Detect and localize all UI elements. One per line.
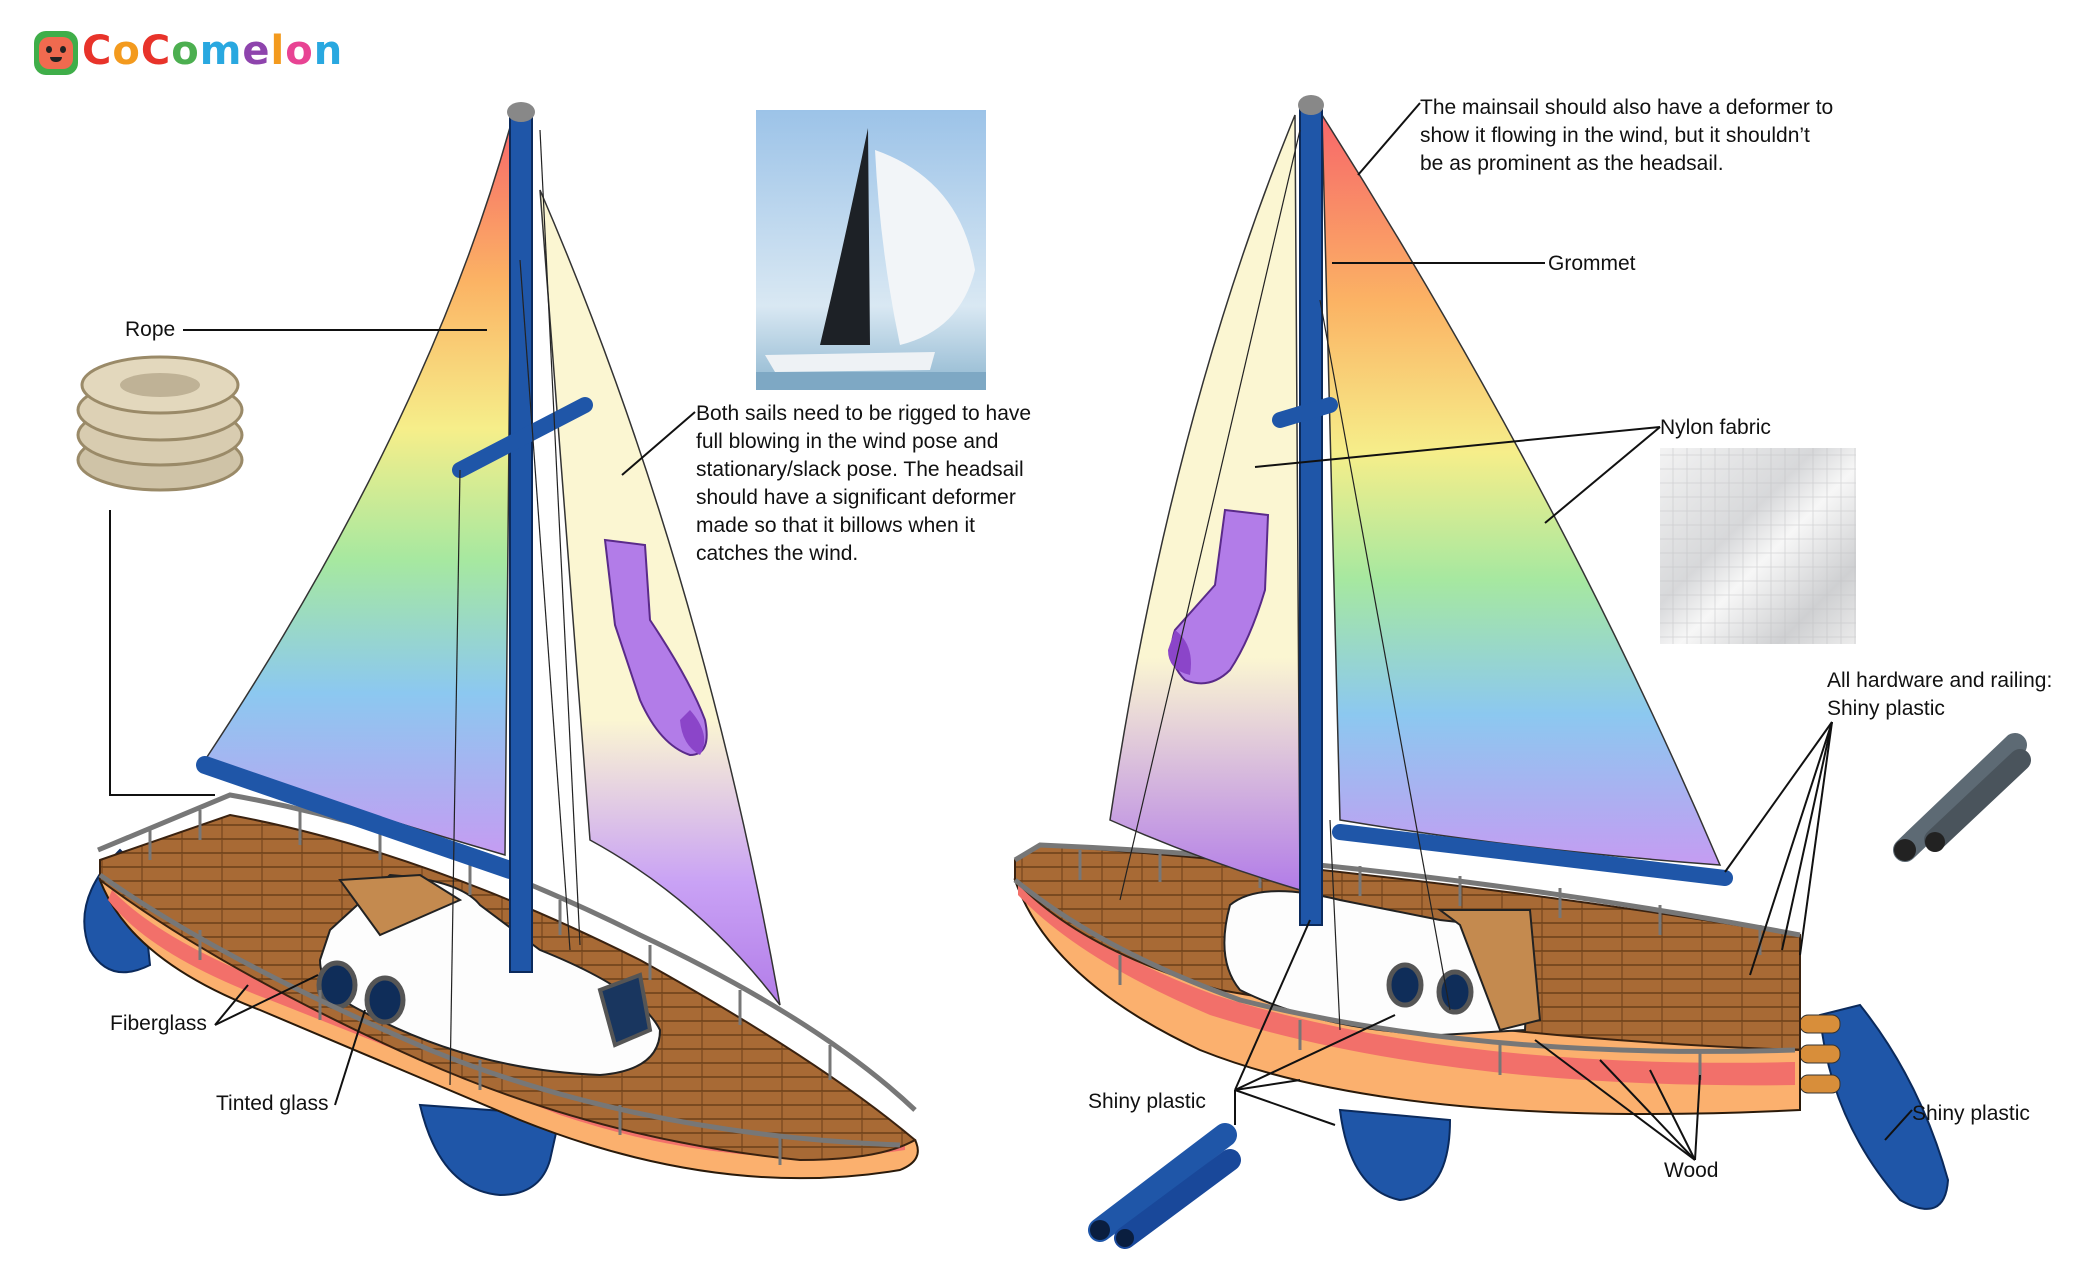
left-mainsail — [203, 119, 513, 856]
logo-letter: o — [285, 28, 314, 74]
label-tinted-glass: Tinted glass — [216, 1092, 329, 1115]
right-spreader — [1272, 397, 1338, 428]
label-wood: Wood — [1664, 1159, 1719, 1182]
grey-tube-sample — [1893, 733, 2031, 862]
note-both-sails: Both sails need to be rigged to have ful… — [696, 402, 1032, 565]
right-railing — [1013, 842, 1801, 1054]
left-keel — [418, 1103, 562, 1197]
right-headsail — [1109, 114, 1301, 892]
right-boat — [1013, 95, 1950, 1210]
logo-letter: o — [171, 28, 200, 74]
left-sock — [603, 538, 708, 757]
logo-letter: l — [270, 28, 286, 74]
right-porthole-2 — [1436, 969, 1474, 1015]
right-boom — [1332, 824, 1733, 886]
label-shiny-plastic-rudder: Shiny plastic — [1912, 1102, 2030, 1125]
left-porthole-2 — [364, 975, 406, 1025]
right-rudder — [1818, 1003, 1950, 1210]
label-nylon-fabric: Nylon fabric — [1660, 416, 1771, 439]
label-grommet: Grommet — [1548, 252, 1636, 275]
right-mainsail — [1321, 112, 1722, 866]
left-mast — [509, 111, 533, 973]
cocomelon-logo: CoComelon — [34, 28, 343, 75]
logo-letter: C — [82, 28, 113, 74]
watermelon-icon — [34, 31, 78, 75]
left-boat — [83, 102, 919, 1197]
logo-letter: e — [242, 28, 271, 74]
logo-wordmark: CoComelon — [82, 28, 343, 74]
left-spreader — [452, 397, 593, 478]
logo-letter: C — [140, 28, 172, 74]
blue-tube-sample — [1088, 1123, 1241, 1249]
left-headsail — [539, 189, 781, 1006]
logo-letter: o — [112, 28, 141, 74]
reference-sailboat-photo — [756, 110, 986, 390]
logo-letter: n — [313, 28, 344, 74]
label-rope: Rope — [125, 318, 176, 341]
label-shiny-plastic-keel: Shiny plastic — [1088, 1090, 1206, 1113]
label-hardware-title: All hardware and railing: — [1827, 669, 2053, 692]
right-mast — [1299, 104, 1323, 926]
label-hardware-value: Shiny plastic — [1827, 697, 1945, 720]
right-porthole-1 — [1386, 962, 1424, 1008]
left-rigging — [449, 129, 581, 1086]
right-hull-stripe — [1018, 880, 1795, 1086]
leader-lines — [109, 102, 1913, 1161]
note-mainsail: The mainsail should also have a deformer… — [1420, 96, 1834, 175]
label-fiberglass: Fiberglass — [110, 1012, 207, 1035]
rope-coil-photo — [76, 355, 244, 492]
right-rigging — [1119, 129, 1451, 1031]
left-boom — [196, 756, 519, 879]
logo-letter: m — [199, 28, 243, 74]
left-hatch — [597, 972, 653, 1048]
right-keel — [1338, 1108, 1452, 1202]
